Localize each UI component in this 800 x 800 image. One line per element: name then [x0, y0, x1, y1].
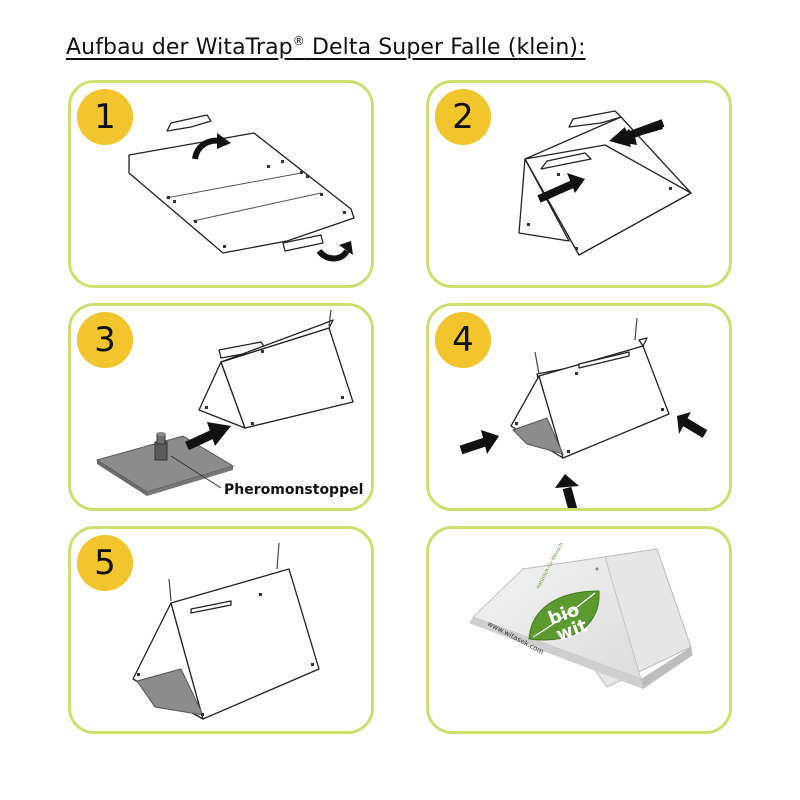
- pheromone-plug-callout: Pheromonstoppel: [224, 482, 364, 498]
- registered-mark: ®: [292, 34, 305, 48]
- arrow-icon: [537, 173, 585, 203]
- pheromone-plug-icon: [154, 432, 168, 461]
- page-title: Aufbau der WitaTrap® Delta Super Falle (…: [66, 34, 586, 60]
- step-2-badge: 2: [435, 89, 491, 145]
- step-3-panel: 3 Pheromonstoppel: [68, 303, 374, 511]
- curved-arrow-icon: [192, 133, 231, 160]
- biowit-logo: bio wit: [528, 590, 600, 646]
- step-1-panel: 1: [68, 80, 374, 288]
- sticky-insert-board: [95, 435, 235, 496]
- finished-trap-photo: bio wit natürlich für Mensch www.witasek…: [469, 542, 693, 689]
- curved-arrow-icon: [316, 241, 353, 262]
- arrow-icon: [555, 474, 579, 508]
- step-2-illustration: [518, 110, 692, 256]
- step-4-illustration: [459, 317, 708, 508]
- arrow-icon: [677, 412, 708, 438]
- fold-marks: [167, 160, 346, 248]
- arrow-icon: [609, 119, 665, 147]
- step-3-illustration: [95, 309, 354, 496]
- step-1-illustration: [128, 114, 355, 262]
- step-5-panel: 5: [68, 526, 374, 734]
- arrow-icon: [185, 422, 231, 451]
- step-4-badge: 4: [435, 312, 491, 368]
- step-1-badge: 1: [77, 89, 133, 145]
- step-5-illustration: [132, 542, 320, 720]
- step-4-panel: 4: [426, 303, 732, 511]
- step-5-badge: 5: [77, 535, 133, 591]
- step-3-badge: 3: [77, 312, 133, 368]
- step-2-panel: 2: [426, 80, 732, 288]
- finished-trap-panel: bio wit natürlich für Mensch www.witasek…: [426, 526, 732, 734]
- arrow-icon: [459, 430, 499, 455]
